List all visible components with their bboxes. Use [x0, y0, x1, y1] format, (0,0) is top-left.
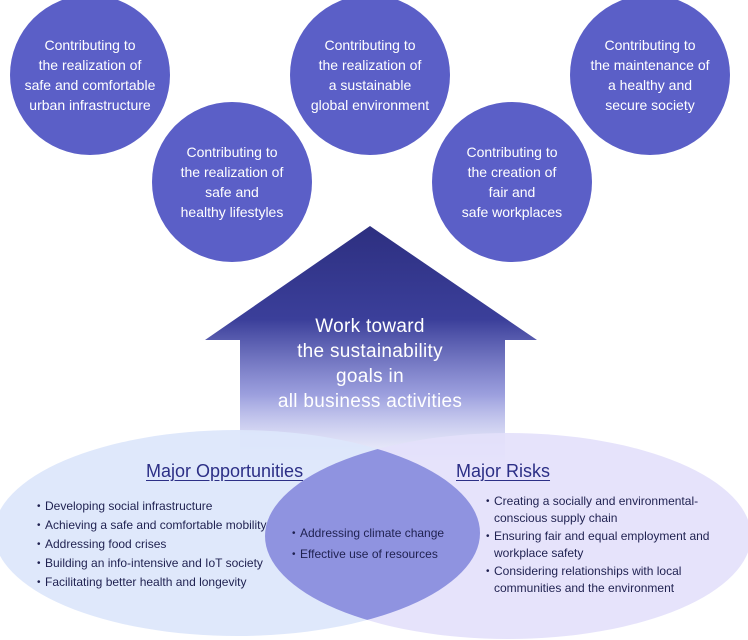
- opportunities-title: Major Opportunities: [146, 461, 304, 481]
- list-item: Developing social infrastructure: [37, 497, 266, 516]
- list-item: Building an info-intensive and IoT socie…: [37, 554, 266, 573]
- goal-circle-secure-society: Contributing to the maintenance of a hea…: [570, 0, 730, 155]
- list-item: Facilitating better health and longevity: [37, 573, 266, 592]
- list-item: Ensuring fair and equal employment and w…: [486, 528, 736, 562]
- goal-circle-healthy-lifestyles: Contributing to the realization of safe …: [152, 102, 312, 262]
- list-item: Effective use of resources: [292, 544, 444, 565]
- list-item: Considering relationships with local com…: [486, 563, 736, 597]
- goal-circle-label: Contributing to the creation of fair and…: [461, 144, 563, 220]
- risks-list: Creating a socially and environmental-co…: [486, 493, 736, 598]
- goal-circle-label: Contributing to the realization of a sus…: [310, 37, 430, 113]
- list-item: Achieving a safe and comfortable mobilit…: [37, 516, 266, 535]
- goal-circle-label: Contributing to the realization of safe …: [24, 37, 156, 113]
- risks-title: Major Risks: [456, 461, 551, 481]
- list-item: Addressing food crises: [37, 535, 266, 554]
- list-item: Creating a socially and environmental-co…: [486, 493, 736, 527]
- opportunities-list: Developing social infrastructure Achievi…: [37, 497, 266, 592]
- arrow-shape: [205, 226, 537, 460]
- goal-circle-label: Contributing to the realization of safe …: [180, 144, 284, 220]
- overlap-region: [265, 433, 480, 636]
- arrow-caption: Work toward the sustainability goals in …: [277, 316, 463, 412]
- goal-circle-label: Contributing to the maintenance of a hea…: [590, 37, 710, 113]
- list-item: Addressing climate change: [292, 523, 444, 544]
- goal-circle-fair-workplaces: Contributing to the creation of fair and…: [432, 102, 592, 262]
- shared-list: Addressing climate change Effective use …: [292, 523, 444, 565]
- goal-circle-global-environment: Contributing to the realization of a sus…: [290, 0, 450, 155]
- goal-circle-urban-infrastructure: Contributing to the realization of safe …: [10, 0, 170, 155]
